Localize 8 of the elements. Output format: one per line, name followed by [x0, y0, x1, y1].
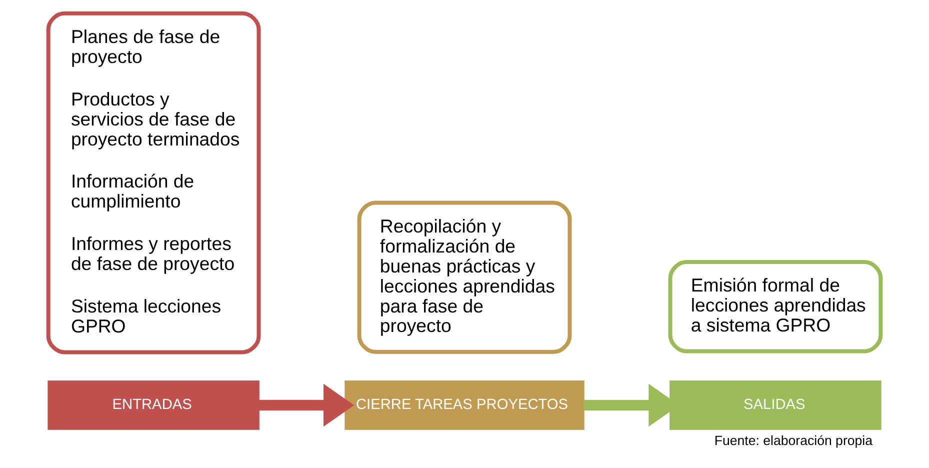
node-box: Emisión formal de lecciones aprendidas a sistema GPRO — [668, 260, 883, 354]
caption: Fuente: elaboración propia — [714, 433, 873, 448]
node-box: CIERRE TAREAS PROYECTOS — [344, 380, 584, 430]
node-box: Recopilación y formalización de buenas prácticas y lecciones aprendidas para fase de proyecto — [357, 200, 572, 354]
node-box: Planes de fase de proyecto Productos y servicios de fase de proyecto terminados Información de cumplimiento Informes y reportes de fase de proyecto Sistema lecciones GPRO — [46, 11, 261, 354]
arrow — [258, 384, 354, 427]
node-box: ENTRADAS — [48, 380, 260, 430]
node-box: SALIDAS — [670, 380, 882, 430]
